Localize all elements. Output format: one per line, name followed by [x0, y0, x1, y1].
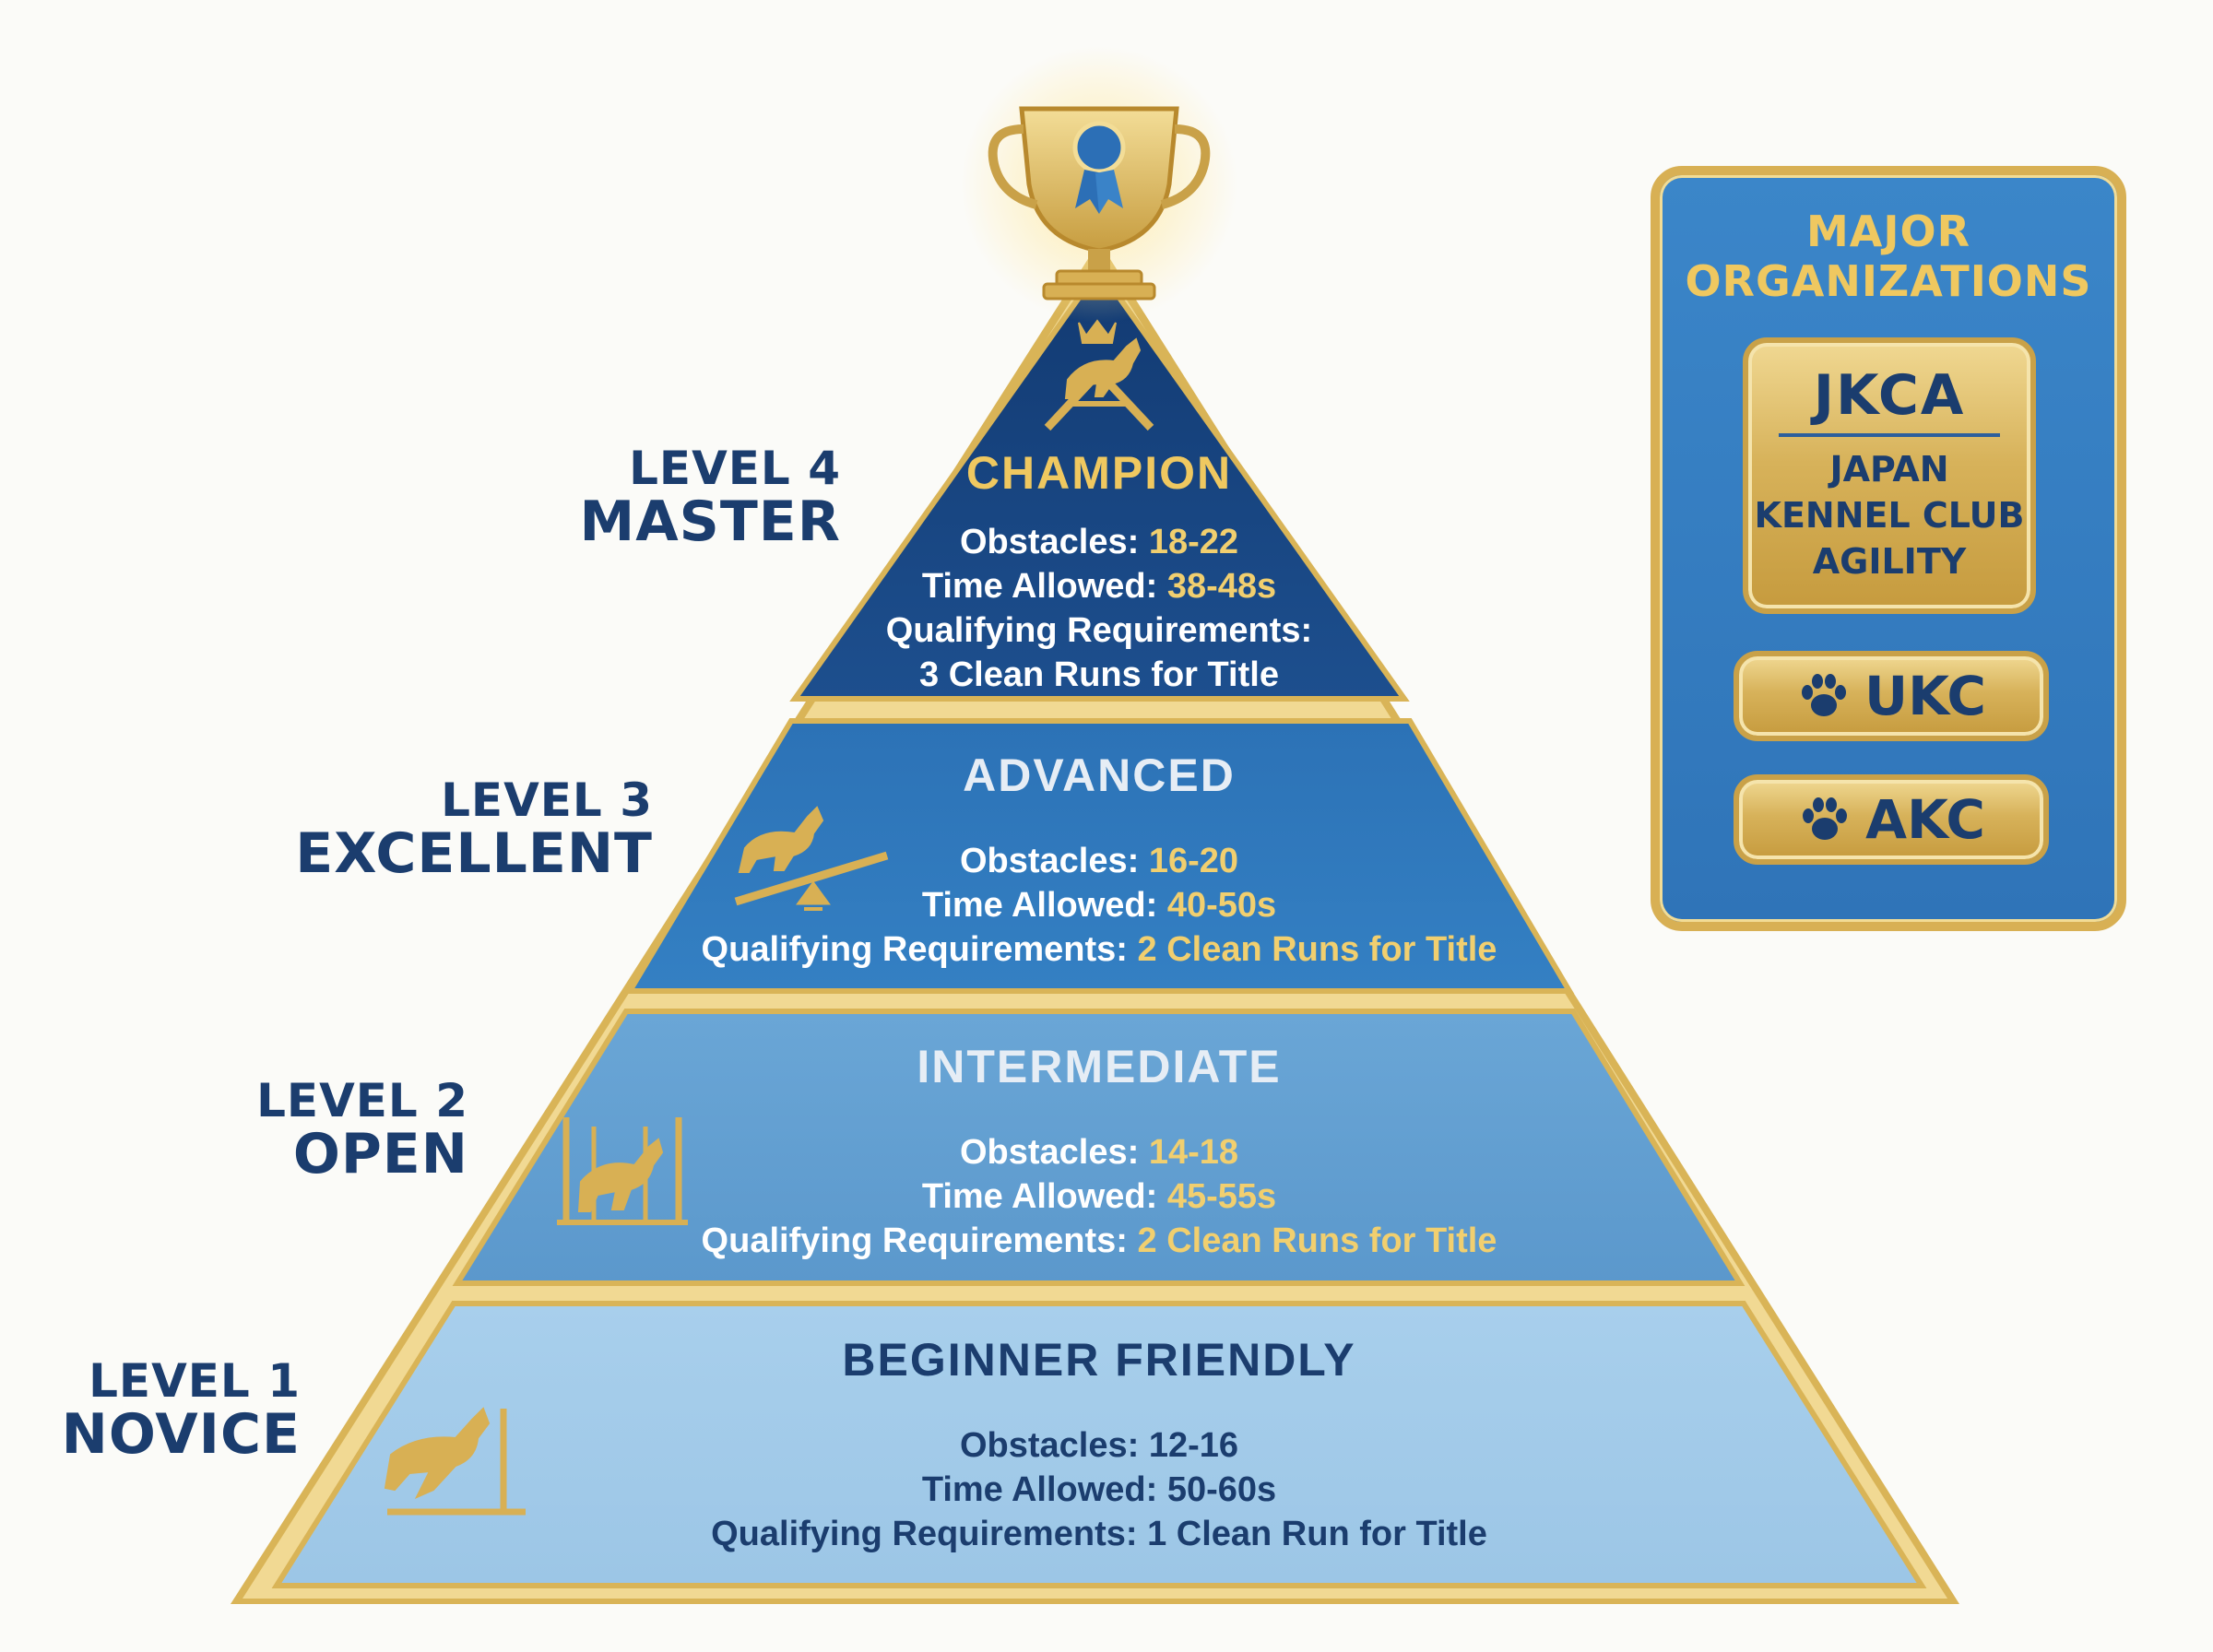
level-4-number: LEVEL 4 [629, 442, 841, 495]
level-1-label: LEVEL 1 NOVICE [37, 1357, 301, 1464]
tier-1-time: Time Allowed: 50-60s [921, 1470, 1277, 1509]
tier-2-band [452, 1009, 1746, 1286]
level-4-label: LEVEL 4 MASTER [516, 444, 841, 551]
tier-4-band [789, 264, 1410, 702]
tier-2-text: INTERMEDIATE Obstacles: 14-18 Time Allow… [645, 1040, 1553, 1263]
org-badge-jkca: JKCA JAPAN KENNEL CLUB AGILITY [1743, 337, 2036, 614]
tier-3-band [624, 718, 1575, 994]
level-3-label: LEVEL 3 EXCELLENT [277, 776, 653, 883]
tier-3-time: Time Allowed: 40-50s [921, 886, 1277, 925]
level-2-name: OPEN [292, 1121, 468, 1186]
org-badge-akc: AKC [1734, 774, 2049, 865]
level-1-name: NOVICE [61, 1401, 301, 1467]
tier-1-text: BEGINNER FRIENDLY Obstacles: 12-16 Time … [645, 1333, 1553, 1556]
tier-1-band [271, 1301, 1927, 1588]
tier-4-qual-label: Qualifying Requirements: [885, 611, 1313, 650]
tier-1-qual: Qualifying Requirements: 1 Clean Run for… [711, 1515, 1487, 1553]
tier-3-obstacles: Obstacles: 16-20 [959, 842, 1239, 880]
tier-1-title: BEGINNER FRIENDLY [842, 1334, 1356, 1386]
paw-icon [1803, 796, 1848, 840]
tier-2-obstacles: Obstacles: 14-18 [959, 1133, 1239, 1172]
organizations-title: MAJOR ORGANIZATIONS [1685, 206, 2092, 306]
dog-weave-poles-icon [557, 1117, 688, 1225]
org-akc-abbr: AKC [1865, 788, 1985, 851]
level-3-number: LEVEL 3 [441, 773, 653, 827]
major-organizations-panel: MAJOR ORGANIZATIONS JKCA JAPAN KENNEL CL… [1651, 166, 2126, 931]
tier-1-obstacles: Obstacles: 12-16 [959, 1426, 1239, 1465]
paw-icon [1801, 673, 1846, 716]
tier-2-time: Time Allowed: 45-55s [921, 1177, 1277, 1216]
trophy-ribbon-icon [961, 46, 1237, 323]
divider [1779, 433, 2000, 437]
level-3-name: EXCELLENT [295, 820, 653, 886]
level-4-name: MASTER [579, 489, 841, 554]
tier-3-text: ADVANCED Obstacles: 16-20 Time Allowed: … [682, 749, 1516, 972]
level-2-number: LEVEL 2 [256, 1074, 468, 1127]
dog-jump-icon [384, 1407, 526, 1516]
dog-seesaw-icon [734, 806, 889, 911]
org-jkca-abbr: JKCA [1813, 363, 1966, 428]
level-2-label: LEVEL 2 OPEN [221, 1077, 468, 1184]
dog-aframe-crown-icon [1044, 319, 1154, 431]
tier-2-qual: Qualifying Requirements: 2 Clean Runs fo… [701, 1221, 1497, 1260]
tier-3-title: ADVANCED [963, 749, 1236, 801]
tier-4-obstacles: Obstacles: 18-22 [959, 523, 1239, 561]
tier-4-text: CHAMPION Obstacles: 18-22 Time Allowed: … [830, 446, 1368, 697]
tier-4-title: CHAMPION [965, 447, 1233, 499]
tier-2-title: INTERMEDIATE [917, 1041, 1282, 1092]
level-1-number: LEVEL 1 [89, 1354, 301, 1408]
tier-4-time: Time Allowed: 38-48s [921, 567, 1277, 606]
tier-3-qual: Qualifying Requirements: 2 Clean Runs fo… [701, 930, 1497, 969]
org-ukc-abbr: UKC [1864, 665, 1986, 727]
tier-4-qual-value: 3 Clean Runs for Title [919, 655, 1279, 694]
org-badge-ukc: UKC [1734, 651, 2049, 741]
